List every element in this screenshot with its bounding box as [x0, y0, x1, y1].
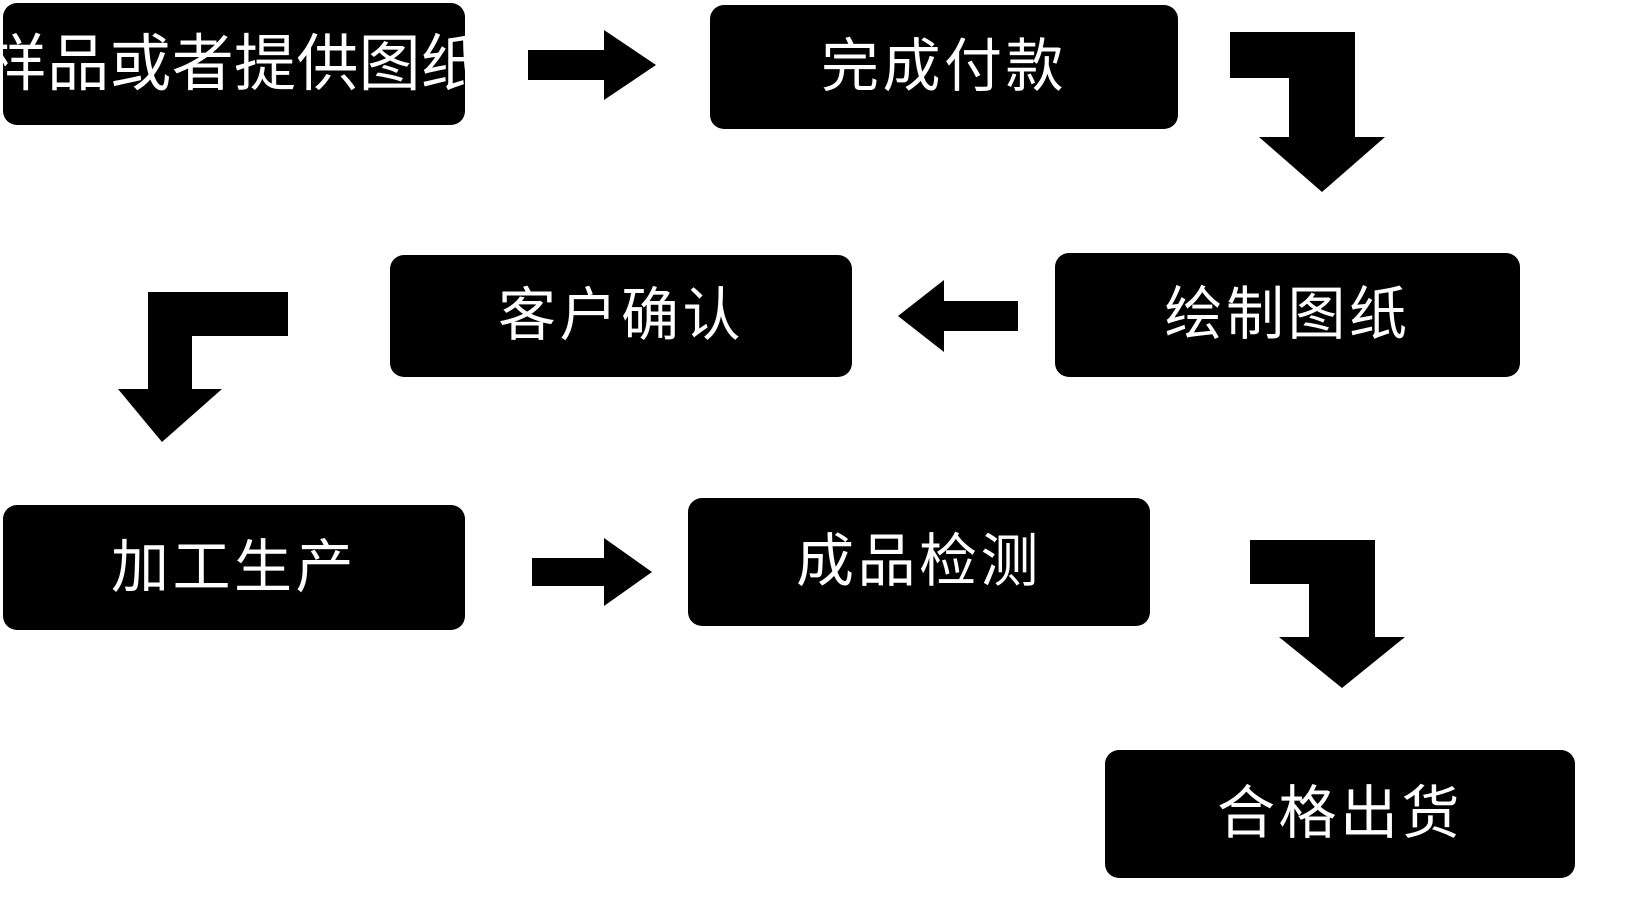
flow-node-inspection-label: 成品检测 — [796, 527, 1042, 596]
flow-node-shipment-label: 合格出货 — [1217, 779, 1463, 848]
arrow-elbow-right-down-icon-payment-to-draw — [1222, 32, 1402, 192]
flow-node-sample-label: 样品或者提供图纸 — [0, 26, 484, 100]
flow-node-inspection[interactable]: 成品检测 — [688, 498, 1150, 626]
flow-node-payment-label: 完成付款 — [821, 32, 1067, 101]
arrow-right-icon-production-to-inspection — [532, 538, 652, 606]
arrow-right-icon-sample-to-payment — [528, 30, 656, 100]
arrow-elbow-right-down-icon-inspection-to-shipment — [1244, 540, 1414, 688]
flow-node-shipment[interactable]: 合格出货 — [1105, 750, 1575, 878]
arrow-elbow-left-down-icon-confirm-to-production — [118, 292, 288, 442]
flow-node-production[interactable]: 加工生产 — [3, 505, 465, 630]
arrow-left-icon-draw-to-confirm — [898, 280, 1018, 352]
flow-node-customer-confirm-label: 客户确认 — [498, 281, 744, 350]
flow-node-payment[interactable]: 完成付款 — [710, 5, 1178, 129]
flow-node-sample[interactable]: 样品或者提供图纸 — [0, 3, 483, 125]
flow-node-draw-drawing-label: 绘制图纸 — [1164, 280, 1411, 349]
flow-node-customer-confirm[interactable]: 客户确认 — [390, 255, 852, 377]
flow-node-draw-drawing[interactable]: 绘制图纸 — [1055, 253, 1520, 377]
flow-node-production-label: 加工生产 — [111, 532, 357, 601]
